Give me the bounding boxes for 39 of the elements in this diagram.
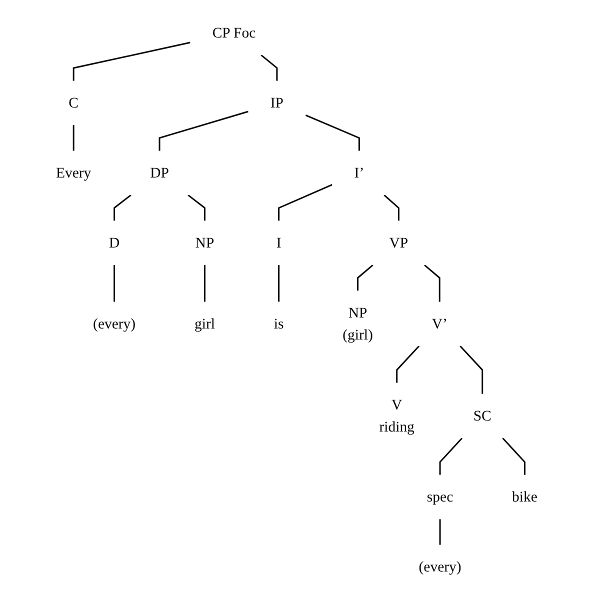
connector bbox=[113, 194, 132, 220]
node-text: V’ bbox=[432, 315, 448, 332]
connector bbox=[396, 345, 420, 382]
node-text: is bbox=[274, 315, 284, 332]
node-text: NP (girl) bbox=[342, 304, 373, 343]
node-text: DP bbox=[150, 164, 169, 181]
connector bbox=[204, 264, 206, 302]
connector bbox=[72, 124, 74, 150]
connector bbox=[278, 184, 332, 220]
node-text: I’ bbox=[354, 164, 364, 181]
connector bbox=[187, 194, 206, 220]
connector bbox=[72, 41, 190, 80]
node-text: VP bbox=[389, 234, 408, 251]
node-text: girl bbox=[194, 315, 215, 332]
node-text: I bbox=[276, 234, 282, 251]
node-text: spec bbox=[426, 488, 453, 505]
connector bbox=[113, 264, 115, 302]
connector bbox=[383, 194, 400, 220]
connector bbox=[158, 110, 248, 150]
node-text: CP Foc bbox=[212, 24, 256, 41]
connector bbox=[459, 345, 483, 394]
node-text: (every) bbox=[418, 558, 462, 575]
connector bbox=[260, 54, 278, 80]
node-text: Every bbox=[56, 164, 91, 181]
node-text: NP bbox=[195, 234, 214, 251]
node-text: (every) bbox=[92, 315, 136, 332]
connector bbox=[424, 264, 440, 302]
connector bbox=[278, 264, 280, 302]
node-text: D bbox=[108, 234, 120, 251]
connector bbox=[305, 114, 360, 150]
connector bbox=[502, 437, 526, 474]
node-text: C bbox=[68, 94, 78, 111]
node-text: IP bbox=[270, 94, 284, 111]
connector bbox=[439, 437, 462, 474]
node-text: V riding bbox=[379, 396, 414, 435]
connector bbox=[356, 264, 374, 290]
connector bbox=[439, 518, 441, 544]
node-text: bike bbox=[512, 488, 538, 505]
node-text: SC bbox=[473, 407, 492, 424]
